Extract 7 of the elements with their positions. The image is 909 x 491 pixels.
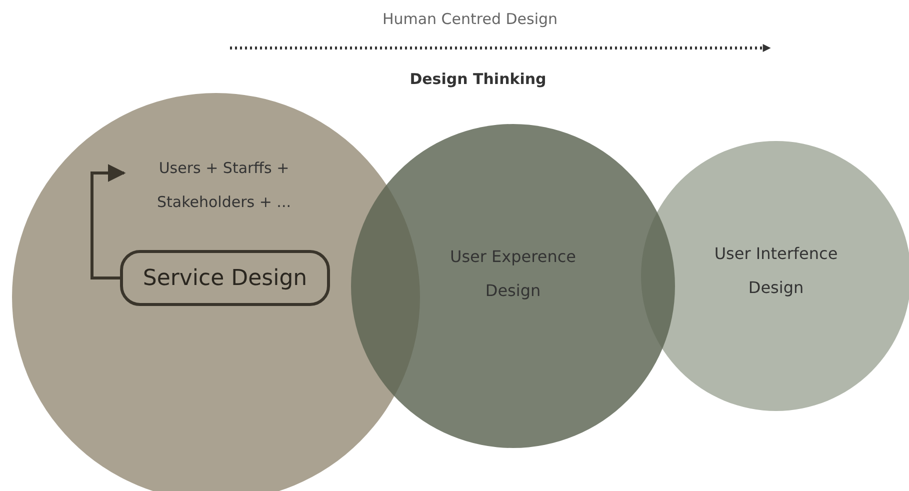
rounded-box: Service Design <box>120 250 330 306</box>
circle-label: User Interfence Design <box>713 243 839 299</box>
caption-text: Human Centred Design <box>381 10 559 28</box>
text-label: Users + Starffs + Stakeholders + ... <box>124 151 324 221</box>
arrow <box>90 164 126 280</box>
caption-text: Design Thinking <box>408 70 548 88</box>
circle-label: User Experence Design <box>449 246 577 302</box>
